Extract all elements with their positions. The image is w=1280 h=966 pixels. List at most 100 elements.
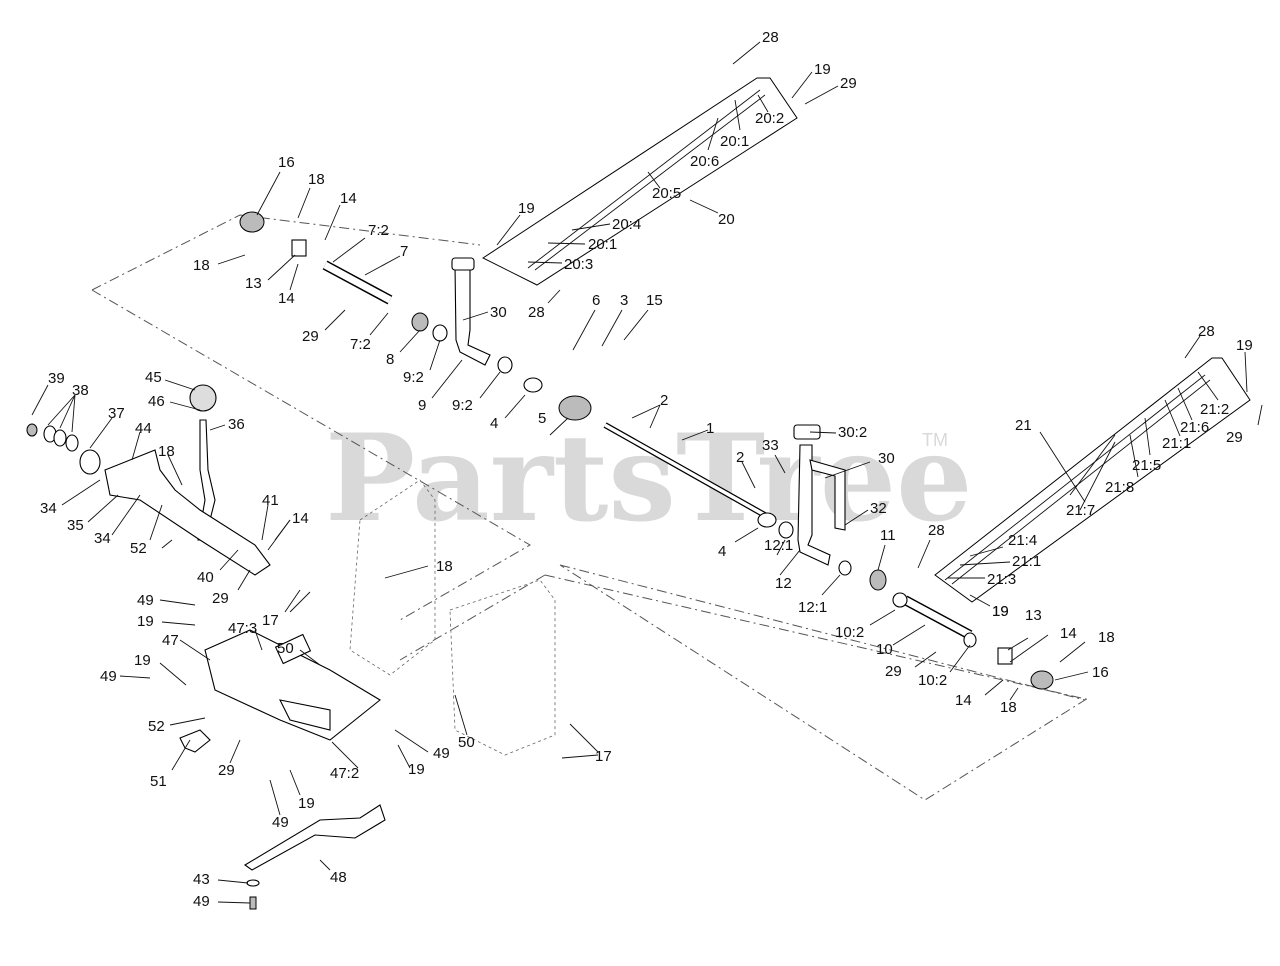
callout-label: 7 xyxy=(400,243,408,260)
callout-label: 9 xyxy=(418,397,426,414)
callout-label: 21:7 xyxy=(1066,502,1095,519)
callout-label: 21:4 xyxy=(1008,532,1037,549)
callout-label: 15 xyxy=(646,292,663,309)
callout-label: 17 xyxy=(262,612,279,629)
callout-label: 6 xyxy=(592,292,600,309)
callout-label: 28 xyxy=(762,29,779,46)
callout-label: 38 xyxy=(72,382,89,399)
cable-21-line xyxy=(944,374,1206,581)
callout-label: 20:1 xyxy=(588,236,617,253)
callout-label: 47:3 xyxy=(228,620,257,637)
callout-label: 12 xyxy=(775,575,792,592)
callout-label: 2 xyxy=(660,392,668,409)
callout-label: 19 xyxy=(1236,337,1253,354)
callout-label: 36 xyxy=(228,416,245,433)
callout-label: 28 xyxy=(528,304,545,321)
callout-label: 14 xyxy=(292,510,309,527)
callout-label: 29 xyxy=(302,328,319,345)
callout-label: 49 xyxy=(433,745,450,762)
lever-30 xyxy=(809,459,846,531)
callout-label: 21:1 xyxy=(1162,435,1191,452)
callout-label: 29 xyxy=(218,762,235,779)
callout-label: 46 xyxy=(148,393,165,410)
lever-9-grip xyxy=(451,257,475,271)
upper-assembly-boundary xyxy=(91,214,1087,801)
bracket-35 xyxy=(104,449,271,576)
callout-label: 29 xyxy=(212,590,229,607)
callout-label: 4 xyxy=(718,543,726,560)
callout-label: 41 xyxy=(262,492,279,509)
callout-label: 19 xyxy=(518,200,535,217)
cable-assembly-20-outline xyxy=(481,77,798,286)
cable-assembly-21-outline xyxy=(934,357,1251,603)
callout-label: 19 xyxy=(134,652,151,669)
lever-9 xyxy=(454,264,491,366)
callout-label: 10:2 xyxy=(835,624,864,641)
cable-20-line-b xyxy=(534,94,766,271)
callout-label: 51 xyxy=(150,773,167,790)
callout-label: 10 xyxy=(876,641,893,658)
callout-label: 19 xyxy=(992,603,1009,620)
plate-47-2 xyxy=(279,699,331,731)
plate-37 xyxy=(79,449,101,475)
callout-label: 47:2 xyxy=(330,765,359,782)
watermark-trademark: TM xyxy=(922,430,948,450)
shaft-1-highlight xyxy=(604,423,771,520)
callout-label: 13 xyxy=(1025,607,1042,624)
callout-label: 19 xyxy=(137,613,154,630)
callout-label: 39 xyxy=(48,370,65,387)
callout-label: 7:2 xyxy=(350,336,371,353)
callout-label: 3 xyxy=(620,292,628,309)
washer-38-b xyxy=(53,429,67,447)
bushing-9-2-a xyxy=(432,324,448,342)
bushing-10-2-b xyxy=(963,632,977,648)
spring-8 xyxy=(411,312,429,332)
callout-label: 20:5 xyxy=(652,185,681,202)
cable-20-line xyxy=(527,89,761,269)
callout-label: 20:2 xyxy=(755,110,784,127)
callout-label: 18 xyxy=(1098,629,1115,646)
pedal-48 xyxy=(243,804,386,871)
callout-label: 19 xyxy=(408,761,425,778)
bushing-9-2-b xyxy=(497,356,513,374)
callout-label: 10:2 xyxy=(918,672,947,689)
callout-label: 16 xyxy=(1092,664,1109,681)
callout-label: 21:1 xyxy=(1012,553,1041,570)
frame-left xyxy=(349,479,436,676)
callout-label: 14 xyxy=(340,190,357,207)
spring-11 xyxy=(869,569,887,591)
pad-47-3 xyxy=(274,633,312,665)
callout-label: 45 xyxy=(145,369,162,386)
callout-label: 34 xyxy=(94,530,111,547)
leader-lines xyxy=(31,41,1263,904)
bushing-10-2-a xyxy=(892,592,908,608)
callout-label: 44 xyxy=(135,420,152,437)
washer-38-c xyxy=(65,434,79,452)
watermark-text: PartsTree xyxy=(325,408,972,549)
callout-label: 18 xyxy=(158,443,175,460)
lower-assembly-boundary xyxy=(399,574,1091,701)
callout-label: 49 xyxy=(193,893,210,910)
callout-label: 13 xyxy=(245,275,262,292)
callout-label: 18 xyxy=(308,171,325,188)
knob-45 xyxy=(189,384,217,412)
callout-label: 4 xyxy=(490,415,498,432)
callout-label: 11 xyxy=(880,527,896,544)
bracket-13-left xyxy=(291,239,307,257)
callout-label: 9:2 xyxy=(403,369,424,386)
callout-label: 20:3 xyxy=(564,256,593,273)
callout-label: 30:2 xyxy=(838,424,867,441)
callout-labels: 28 19 29 20:2 20:1 20:6 20:5 20 20:4 20:… xyxy=(40,29,1253,910)
callout-label: 29 xyxy=(1226,429,1243,446)
callout-label: 20:4 xyxy=(612,216,641,233)
frame-right xyxy=(449,579,556,756)
callout-label: 29 xyxy=(885,663,902,680)
callout-label: 16 xyxy=(278,154,295,171)
bearing-16-right xyxy=(1030,670,1054,690)
callout-label: 50 xyxy=(277,640,294,657)
callout-label: 12:1 xyxy=(764,537,793,554)
callout-label: 18 xyxy=(436,558,453,575)
washer-43 xyxy=(246,879,260,887)
spring-5 xyxy=(558,395,592,421)
callout-label: 29 xyxy=(840,75,857,92)
